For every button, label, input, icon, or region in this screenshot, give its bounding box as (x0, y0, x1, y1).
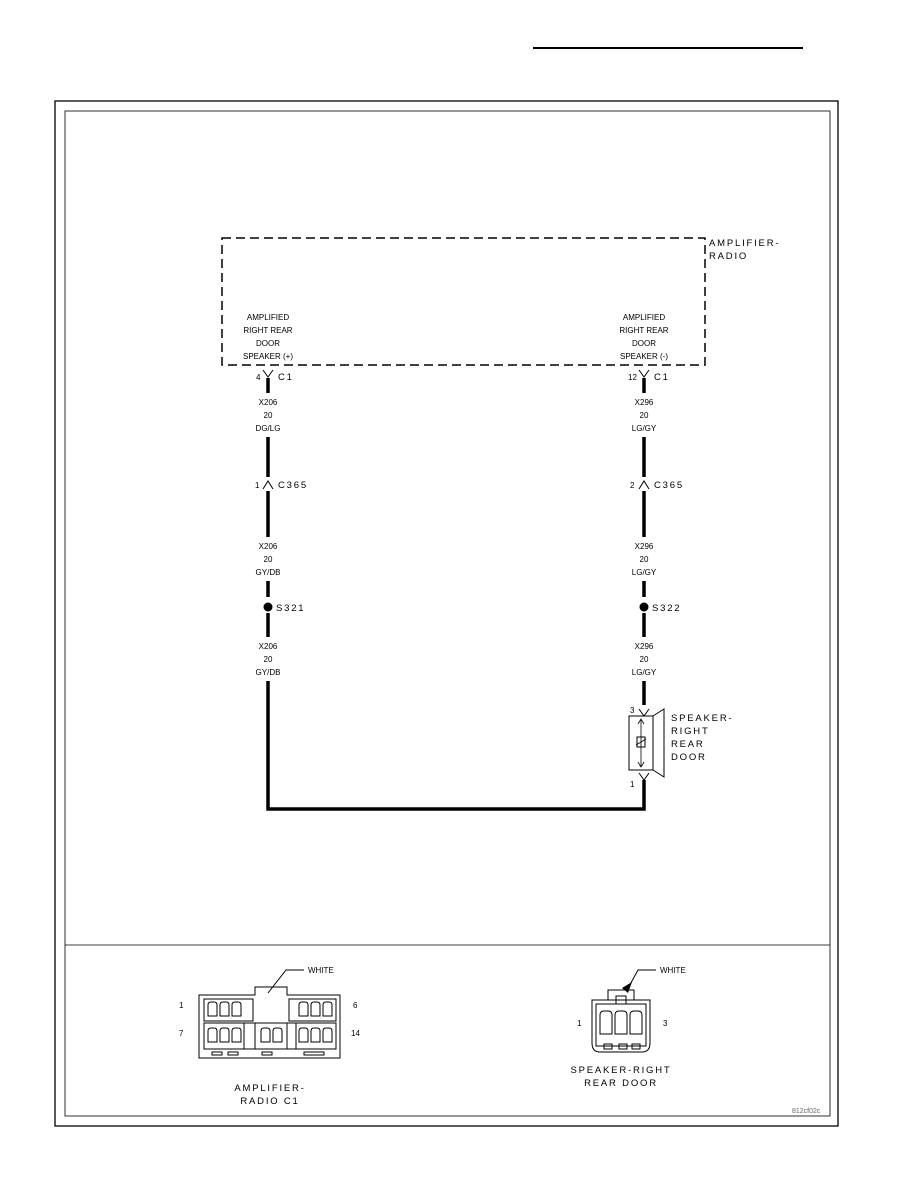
left-pin-desc-1: AMPLIFIED (247, 313, 289, 322)
right-splice-dot (639, 602, 649, 612)
right-wire1-gauge: 20 (640, 411, 649, 420)
right-pin-desc-2: RIGHT REAR (619, 326, 668, 335)
speaker-name-line3: REAR (671, 739, 705, 750)
amp-c1-pin-1: 1 (179, 1001, 184, 1010)
speaker-name-line4: DOOR (671, 752, 707, 763)
amp-c1-leader (267, 969, 304, 994)
left-pin-desc-3: DOOR (256, 339, 280, 348)
inner-frame (64, 110, 831, 1117)
amp-c1-connector-view (198, 986, 341, 1059)
right-pin-desc-3: DOOR (632, 339, 656, 348)
left-wire2-color: GY/DB (256, 568, 281, 577)
module-name-line1: AMPLIFIER- (709, 238, 780, 249)
amp-c1-pin-6: 6 (353, 1001, 358, 1010)
left-wire2-gauge: 20 (264, 555, 273, 564)
left-c1-name: C1 (278, 372, 294, 383)
right-wire2-gauge: 20 (640, 555, 649, 564)
right-wire1-color: LG/GY (632, 424, 657, 433)
speaker-connector-name-line1: SPEAKER-RIGHT (571, 1065, 672, 1076)
right-wire3-circuit: X296 (635, 642, 654, 651)
right-pin-desc-1: AMPLIFIED (623, 313, 665, 322)
speaker-connector-pin-1: 1 (577, 1019, 582, 1028)
left-wire1-color: DG/LG (256, 424, 281, 433)
amp-c1-pin-14: 14 (351, 1029, 360, 1038)
right-pin-desc-4: SPEAKER (-) (620, 352, 668, 361)
speaker-connector-color-label: WHITE (660, 966, 686, 975)
amp-c1-name-line2: RADIO C1 (240, 1096, 299, 1107)
speaker-pin-bottom: 1 (630, 780, 635, 789)
speaker-connector-name-line2: REAR DOOR (584, 1078, 658, 1089)
right-splice-name: S322 (652, 603, 681, 614)
right-c365-symbol (638, 480, 650, 490)
speaker-connector-pin-3: 3 (663, 1019, 668, 1028)
outer-frame (54, 100, 839, 1127)
left-wire3-color: GY/DB (256, 668, 281, 677)
amplifier-radio-module (221, 237, 706, 366)
speaker-name-line1: SPEAKER- (671, 713, 733, 724)
right-c365-name: C365 (654, 480, 684, 491)
right-wire3-color: LG/GY (632, 668, 657, 677)
left-c365-symbol (262, 480, 274, 490)
left-wire1-gauge: 20 (264, 411, 273, 420)
module-name-line2: RADIO (709, 251, 748, 262)
amp-c1-name-line1: AMPLIFIER- (234, 1083, 305, 1094)
right-c1-connector-symbol (638, 369, 650, 378)
right-wire2-color: LG/GY (632, 568, 657, 577)
left-c365-name: C365 (278, 480, 308, 491)
left-wire (266, 378, 646, 811)
left-wire1-circuit: X206 (259, 398, 278, 407)
right-c365-pin: 2 (630, 481, 635, 490)
right-c1-pin: 12 (628, 373, 637, 382)
amp-c1-pin-7: 7 (179, 1029, 184, 1038)
speaker-name-line2: RIGHT (671, 726, 710, 737)
right-c1-name: C1 (654, 372, 670, 383)
right-wire2-circuit: X296 (635, 542, 654, 551)
left-wire3-circuit: X206 (259, 642, 278, 651)
figure-id: 812cf02c (792, 1108, 821, 1115)
right-wire3-gauge: 20 (640, 655, 649, 664)
speaker-connector-leader (626, 969, 656, 991)
left-splice-dot (263, 602, 273, 612)
speaker-connector-arrowhead (622, 982, 632, 993)
left-wire2-circuit: X206 (259, 542, 278, 551)
left-wire3-gauge: 20 (264, 655, 273, 664)
speaker-pin-top: 3 (630, 706, 635, 715)
left-c1-pin: 4 (256, 373, 261, 382)
speaker-connector-view (591, 989, 651, 1053)
amp-c1-color-label: WHITE (308, 966, 334, 975)
right-wire1-circuit: X296 (635, 398, 654, 407)
left-pin-desc-4: SPEAKER (+) (243, 352, 293, 361)
speaker-symbol (628, 708, 665, 781)
left-c1-connector-symbol (262, 369, 274, 378)
left-splice-name: S321 (276, 603, 305, 614)
left-pin-desc-2: RIGHT REAR (243, 326, 292, 335)
left-c365-pin: 1 (255, 481, 260, 490)
